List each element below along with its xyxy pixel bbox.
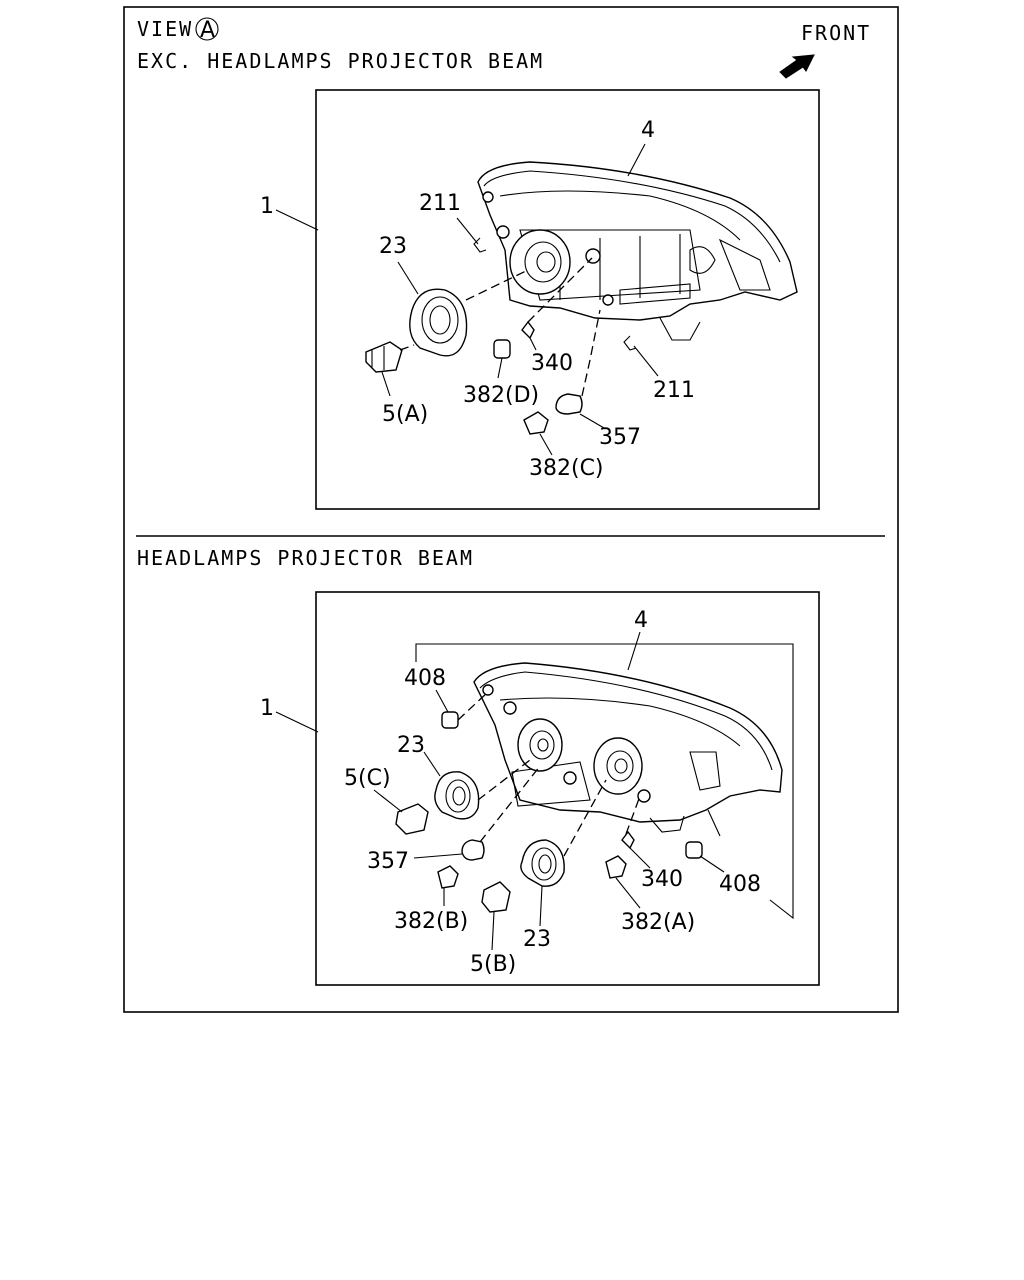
- wedge-bulb-340-part: [521, 320, 535, 340]
- cap-408-upper-part: [441, 711, 459, 729]
- clip-211-upper-part: [473, 237, 487, 253]
- callout-1-clip-upper: 211: [419, 191, 461, 216]
- front-label: FRONT: [801, 21, 871, 45]
- callout-1-assembly: 1: [260, 194, 274, 219]
- bulb-357-part: [555, 393, 583, 415]
- callout-2-cap-upper: 408: [404, 666, 446, 691]
- bulb-357-s2-part: [461, 839, 485, 861]
- headlamp-housing-2: [473, 662, 783, 833]
- callout-2-wedge-bulb: 340: [641, 867, 683, 892]
- callout-2-holder-a: 382(A): [621, 910, 695, 935]
- callout-2-bulb: 357: [367, 849, 409, 874]
- section-1-panel: [315, 89, 820, 510]
- callout-2-housing: 4: [634, 608, 648, 633]
- socket-382d-part: [493, 339, 511, 359]
- cover-23-part: [409, 288, 468, 357]
- view-letter-circle-icon: A: [195, 17, 219, 43]
- callout-1-socket-c: 382(C): [529, 456, 604, 481]
- callout-2-socket-c: 5(C): [344, 766, 391, 791]
- callout-1-bulb-socket: 5(A): [382, 402, 428, 427]
- bulb-socket-5a-part: [365, 341, 403, 373]
- holder-382b-part: [437, 865, 459, 889]
- section-2-panel: [315, 591, 820, 986]
- callout-2-holder-b: 382(B): [394, 909, 468, 934]
- front-arrow-icon: [779, 54, 815, 79]
- cover-23-lower-part: [520, 839, 565, 887]
- callout-1-socket-d: 382(D): [463, 383, 539, 408]
- callout-2-assembly: 1: [260, 696, 274, 721]
- callout-1-housing: 4: [641, 118, 655, 143]
- callout-1-bulb: 357: [599, 425, 641, 450]
- section-2-title: HEADLAMPS PROJECTOR BEAM: [137, 546, 474, 570]
- clip-211-lower-part: [623, 335, 637, 351]
- callout-2-cover-upper: 23: [397, 733, 425, 758]
- wedge-bulb-340-s2-part: [621, 830, 635, 850]
- svg-text:A: A: [200, 18, 215, 43]
- outer-frame: [123, 6, 899, 1013]
- section-1-title: EXC. HEADLAMPS PROJECTOR BEAM: [137, 49, 544, 73]
- callout-2-cap-lower: 408: [719, 872, 761, 897]
- socket-5b-part: [481, 881, 511, 913]
- callout-2-cover-lower: 23: [523, 927, 551, 952]
- view-label: VIEW: [137, 17, 193, 41]
- socket-5c-part: [395, 803, 429, 835]
- callout-2-socket-b: 5(B): [470, 952, 516, 977]
- headlamp-housing-1: [477, 161, 798, 341]
- callout-1-cover: 23: [379, 234, 407, 259]
- holder-382a-part: [605, 855, 627, 879]
- cap-408-lower-part: [685, 841, 703, 859]
- socket-382c-part: [523, 411, 549, 435]
- callout-1-clip-lower: 211: [653, 378, 695, 403]
- callout-1-wedge-bulb: 340: [531, 351, 573, 376]
- cover-23-upper-part: [434, 771, 480, 820]
